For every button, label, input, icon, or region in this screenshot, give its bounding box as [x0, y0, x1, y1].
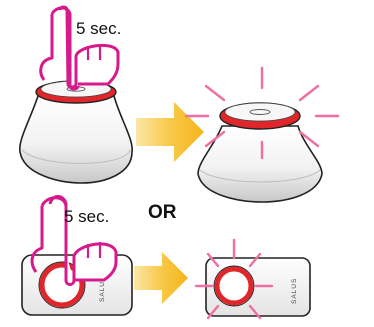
hold-time-label-bottom: 5 sec. [64, 207, 109, 226]
right-arrow-icon [134, 252, 188, 304]
pointing-hand-icon: 5 sec. [41, 7, 122, 89]
gateway-flashing [198, 103, 322, 202]
or-separator: OR [148, 202, 177, 223]
right-arrow-icon [136, 102, 204, 162]
gateway-body [20, 96, 132, 183]
hold-time-label-top: 5 sec. [76, 19, 121, 38]
gateway-pressed [20, 81, 132, 183]
brand-logo-right: SALUS [291, 278, 298, 304]
plate-ring [217, 269, 251, 303]
